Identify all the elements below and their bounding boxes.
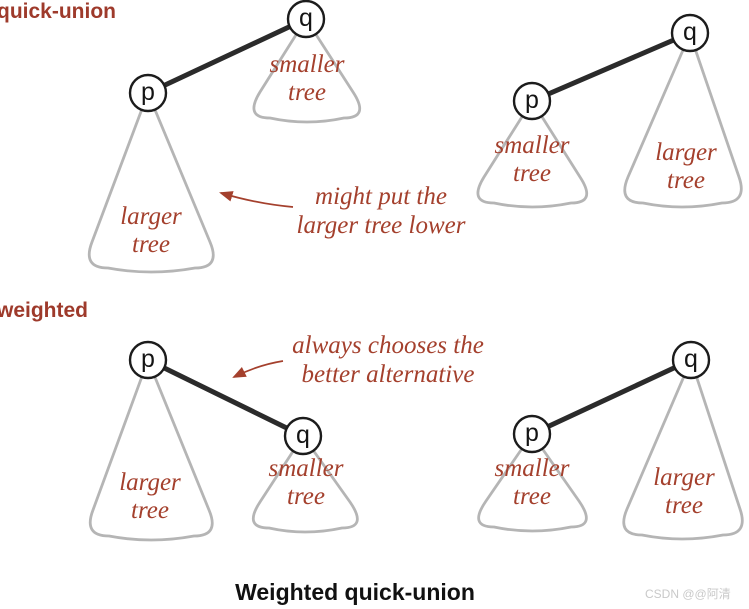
union-edge — [145, 357, 306, 439]
node-circle-q — [286, 0, 326, 39]
tree-label-larger: larger tree — [120, 203, 182, 258]
figure-caption: Weighted quick-union — [235, 579, 475, 605]
node-label-q: q — [299, 3, 313, 32]
tree-shape-smaller — [251, 434, 359, 534]
annotation-arrow — [219, 191, 294, 208]
node-circle-p — [512, 414, 552, 454]
union-edge — [145, 16, 309, 96]
tree-shape-larger — [623, 32, 743, 209]
tree-shape-smaller — [252, 17, 362, 124]
node-circle-p — [512, 81, 552, 121]
tree-label-smaller: smaller tree — [494, 455, 570, 510]
heading-quick-union: quick-union — [0, 0, 116, 23]
tree-label-larger: larger tree — [653, 464, 715, 519]
tree-label-smaller: smaller tree — [494, 132, 570, 187]
node-circle-p — [128, 73, 168, 113]
heading-weighted: weighted — [0, 299, 89, 322]
tree-label-smaller: smaller tree — [269, 51, 345, 106]
node-label-q: q — [684, 344, 698, 373]
node-label-p: p — [141, 77, 155, 106]
union-edge — [529, 357, 694, 437]
node-circle-q — [283, 416, 323, 456]
tree-shape-larger — [87, 91, 215, 274]
annotation-quick-union: might put the larger tree lower — [296, 183, 466, 239]
node-circle-p — [128, 340, 168, 380]
node-label-q: q — [296, 420, 310, 449]
node-circle-q — [670, 13, 710, 53]
csdn-watermark: CSDN @@阿清 — [645, 587, 731, 601]
node-label-p: p — [141, 344, 155, 373]
annotation-arrow — [232, 360, 284, 378]
tree-shape-smaller — [476, 99, 589, 209]
annotation-weighted: always chooses the better alternative — [292, 332, 484, 388]
node-label-p: p — [525, 85, 539, 114]
node-label-p: p — [525, 418, 539, 447]
tree-label-larger: larger tree — [119, 469, 181, 524]
node-circle-q — [671, 340, 711, 380]
tree-label-larger: larger tree — [655, 139, 717, 194]
tree-shape-smaller — [477, 432, 588, 533]
union-edge — [529, 30, 693, 104]
tree-shape-larger — [622, 358, 744, 541]
tree-label-smaller: smaller tree — [268, 455, 344, 510]
tree-shape-larger — [88, 358, 214, 542]
node-label-q: q — [683, 17, 697, 46]
